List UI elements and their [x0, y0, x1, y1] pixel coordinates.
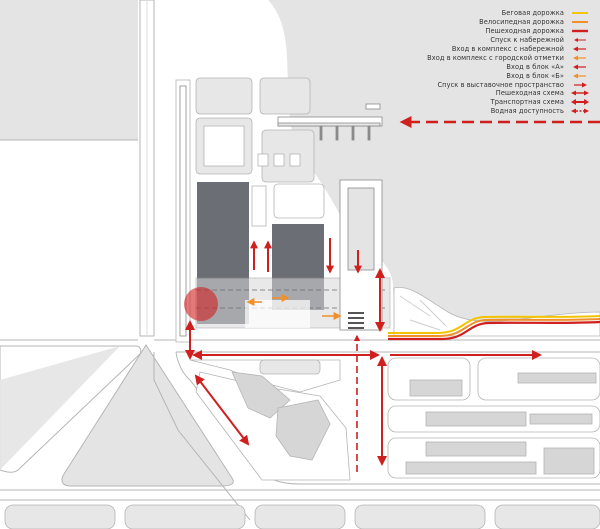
legend-label: Пешеходная дорожка [485, 27, 564, 36]
legend-label: Вход в комплекс с городской отметки [427, 53, 564, 62]
legend-item: Водная доступность [290, 107, 590, 116]
orange-entry-arrows [246, 294, 342, 320]
west-block [0, 140, 138, 336]
water-west [0, 0, 138, 140]
entry-block-a-arrow [573, 64, 586, 70]
legend-label: Пешеходная схема [495, 89, 564, 98]
legend-item: Вход в комплекс с набережной [290, 45, 590, 54]
legend-item: Вход в блок «А» [290, 62, 590, 71]
southeast-blocks [387, 357, 600, 479]
pier [277, 103, 383, 141]
entry-block-b-arrow [573, 73, 586, 79]
plaza-marker [184, 287, 218, 321]
legend-label: Беговая дорожка [501, 9, 564, 18]
legend-label: Спуск в выставочное пространство [437, 80, 564, 89]
legend-item: Велосипедная дорожка [290, 18, 590, 27]
park-paths [399, 295, 447, 331]
water-access-arrow [571, 108, 589, 114]
legend-item: Беговая дорожка [290, 9, 590, 18]
legend-item: Вход в комплекс с городской отметки [290, 53, 590, 62]
entry-from-embankment-arrow [573, 46, 586, 52]
west-sliver [0, 346, 120, 470]
entry-from-city-level-arrow [573, 55, 586, 61]
legend-label: Вход в блок «А» [506, 62, 564, 71]
legend-label: Транспортная схема [490, 98, 564, 107]
legend-label: Вход в комплекс с набережной [451, 45, 564, 53]
platform-white-strip [245, 300, 310, 328]
running-track-swatch [572, 12, 588, 15]
north-complex [175, 77, 325, 343]
legend-label: Вход в блок «Б» [506, 71, 564, 80]
running-track [388, 315, 600, 334]
pedestrian-scheme-arrow [571, 90, 589, 96]
descent-embankment-arrow [574, 38, 586, 43]
pedestrian-path-line [388, 320, 600, 341]
legend-item: Пешеходная дорожка [290, 27, 590, 36]
transport-scheme-arrow [571, 99, 589, 106]
legend-item: Спуск в выставочное пространство [290, 80, 590, 89]
tower-building [339, 179, 383, 331]
traffic-island [61, 344, 234, 487]
legend-item: Вход в блок «Б» [290, 71, 590, 80]
legend-label: Велосипедная дорожка [479, 18, 564, 27]
legend-label: Спуск к набережной [490, 36, 564, 45]
stair-marks [348, 312, 364, 329]
pedestrian-path-swatch [572, 30, 588, 33]
legend-label: Водная доступность [490, 107, 564, 116]
bottom-blocks [4, 504, 600, 529]
bike-lane-swatch [572, 21, 588, 24]
legend-item: Спуск к набережной [290, 36, 590, 45]
descent-exhibition-arrow [574, 82, 587, 88]
bike-lane [388, 318, 600, 337]
water-body [268, 0, 600, 327]
legend-item: Транспортная схема [290, 98, 590, 107]
pedestrian-arrows [185, 238, 542, 466]
map-legend: Беговая дорожка Велосипедная дорожка Пеш… [290, 9, 590, 116]
legend-item: Пешеходная схема [290, 89, 590, 98]
